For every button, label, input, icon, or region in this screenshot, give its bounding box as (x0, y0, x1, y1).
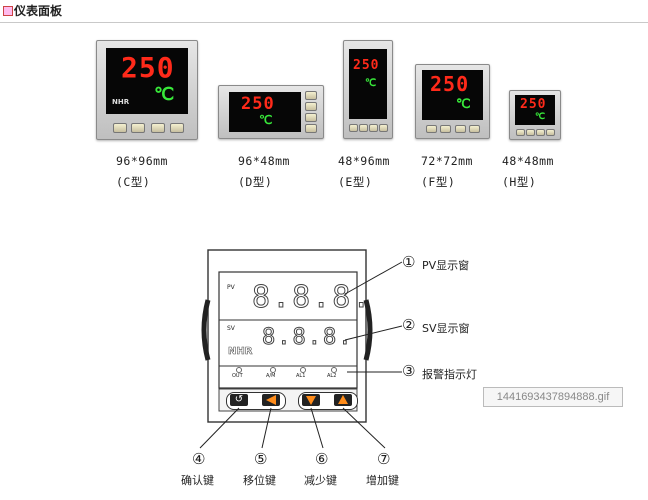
meter-e-sv: ℃ (365, 78, 378, 89)
meter-e-btn1[interactable] (349, 124, 358, 132)
bullet-icon (3, 6, 13, 16)
marker-1: ① (402, 253, 416, 271)
marker-7: ⑦ (377, 450, 391, 468)
meter-c-type: (C型) (116, 175, 151, 189)
meter-e-type: (E型) (338, 175, 373, 189)
panel-left-tab (201, 299, 211, 361)
meter-d: 250 ℃ (218, 85, 324, 139)
meter-f-btn2[interactable] (440, 125, 451, 133)
leader-sv (344, 325, 403, 341)
panel-logo: NHR (228, 346, 253, 358)
leader-increase (342, 407, 386, 449)
callout-shift-key: 移位键 (243, 474, 276, 487)
meter-h-btn3[interactable] (536, 129, 545, 136)
meter-h-size: 48*48mm (502, 154, 554, 168)
meter-f-display: 250 ℃ (422, 70, 483, 120)
meter-e-btn3[interactable] (369, 124, 378, 132)
meter-c-display: 250 ℃ NHR (106, 48, 188, 114)
confirm-key-button[interactable]: ↺ (230, 394, 248, 406)
meter-e-pv: 250 (353, 58, 380, 73)
panel-sv-tag: SV (227, 325, 235, 332)
meter-c-sv: ℃ (154, 84, 176, 105)
indicator-am-label: A/M (266, 373, 276, 379)
callout-increase-key: 增加键 (366, 474, 399, 487)
meter-h: 250 ℃ (509, 90, 561, 140)
meter-d-btn1[interactable] (305, 91, 317, 100)
meter-e-size: 48*96mm (338, 154, 390, 168)
meter-e-display: 250 ℃ (349, 49, 387, 119)
meter-d-display: 250 ℃ (229, 92, 301, 132)
meter-d-pv: 250 (241, 94, 275, 114)
panel-pv-digits: 8.8.8. (251, 280, 373, 315)
panel-right-tab (363, 299, 373, 361)
image-filename-label: 1441693437894888.gif (483, 387, 623, 407)
meter-h-btn4[interactable] (546, 129, 555, 136)
meter-f-btn3[interactable] (455, 125, 466, 133)
marker-4: ④ (192, 450, 206, 468)
indicator-al2-light (331, 367, 337, 373)
indicator-out-light (236, 367, 242, 373)
panel-pv-tag: PV (227, 284, 235, 291)
meter-h-btn1[interactable] (516, 129, 525, 136)
meter-f: 250 ℃ (415, 64, 490, 139)
meter-c-size: 96*96mm (116, 154, 168, 168)
marker-3: ③ (402, 362, 416, 380)
marker-5: ⑤ (254, 450, 268, 468)
indicator-out-label: OUT (232, 373, 243, 379)
enter-icon: ↺ (234, 394, 244, 405)
panel-sv-digits: 8.8.8. (261, 325, 354, 350)
callout-sv-window: SV显示窗 (422, 322, 470, 335)
leader-decrease (310, 407, 324, 449)
meter-f-type: (F型) (421, 175, 456, 189)
marker-2: ② (402, 316, 416, 334)
meter-f-sv: ℃ (456, 97, 472, 112)
leader-pv (344, 261, 403, 295)
meter-c-btn1[interactable] (113, 123, 127, 133)
meter-h-type: (H型) (502, 175, 537, 189)
callout-pv-window: PV显示窗 (422, 259, 470, 272)
indicator-am-light (270, 367, 276, 373)
leader-shift (261, 407, 272, 449)
meter-d-btn3[interactable] (305, 113, 317, 122)
meter-f-btn4[interactable] (469, 125, 480, 133)
meter-h-display: 250 ℃ (515, 95, 555, 125)
marker-6: ⑥ (315, 450, 329, 468)
meter-c: 250 ℃ NHR (96, 40, 198, 140)
meter-d-btn2[interactable] (305, 102, 317, 111)
meter-f-pv: 250 (430, 72, 470, 96)
meter-f-size: 72*72mm (421, 154, 473, 168)
meter-c-pv: 250 (121, 51, 175, 84)
meter-e: 250 ℃ (343, 40, 393, 139)
meter-d-size: 96*48mm (238, 154, 290, 168)
meter-c-logo: NHR (112, 98, 130, 106)
meter-f-btn1[interactable] (426, 125, 437, 133)
shift-key-button[interactable] (262, 394, 280, 406)
decrease-key-button[interactable] (302, 394, 320, 406)
meter-h-sv: ℃ (535, 112, 547, 122)
meter-c-btn3[interactable] (151, 123, 165, 133)
callout-confirm-key: 确认键 (181, 474, 214, 487)
left-arrow-icon (266, 395, 276, 405)
meter-h-pv: 250 (520, 97, 547, 112)
meter-c-btn4[interactable] (170, 123, 184, 133)
meter-e-btn2[interactable] (359, 124, 368, 132)
page-title: 仪表面板 (14, 4, 63, 18)
meter-d-type: (D型) (238, 175, 273, 189)
meter-c-btn2[interactable] (131, 123, 145, 133)
down-arrow-icon (306, 396, 316, 405)
meter-d-btn4[interactable] (305, 124, 317, 133)
meter-h-btn2[interactable] (526, 129, 535, 136)
callout-alarm-lights: 报警指示灯 (422, 368, 477, 381)
indicator-al1-light (300, 367, 306, 373)
header-bar (0, 0, 648, 23)
increase-key-button[interactable] (334, 394, 352, 406)
meter-e-btn4[interactable] (379, 124, 388, 132)
indicator-al2-label: AL2 (327, 373, 337, 379)
leader-confirm (199, 407, 240, 449)
indicator-al1-label: AL1 (296, 373, 306, 379)
meter-d-sv: ℃ (259, 113, 274, 127)
up-arrow-icon (338, 395, 348, 404)
callout-decrease-key: 减少键 (304, 474, 337, 487)
